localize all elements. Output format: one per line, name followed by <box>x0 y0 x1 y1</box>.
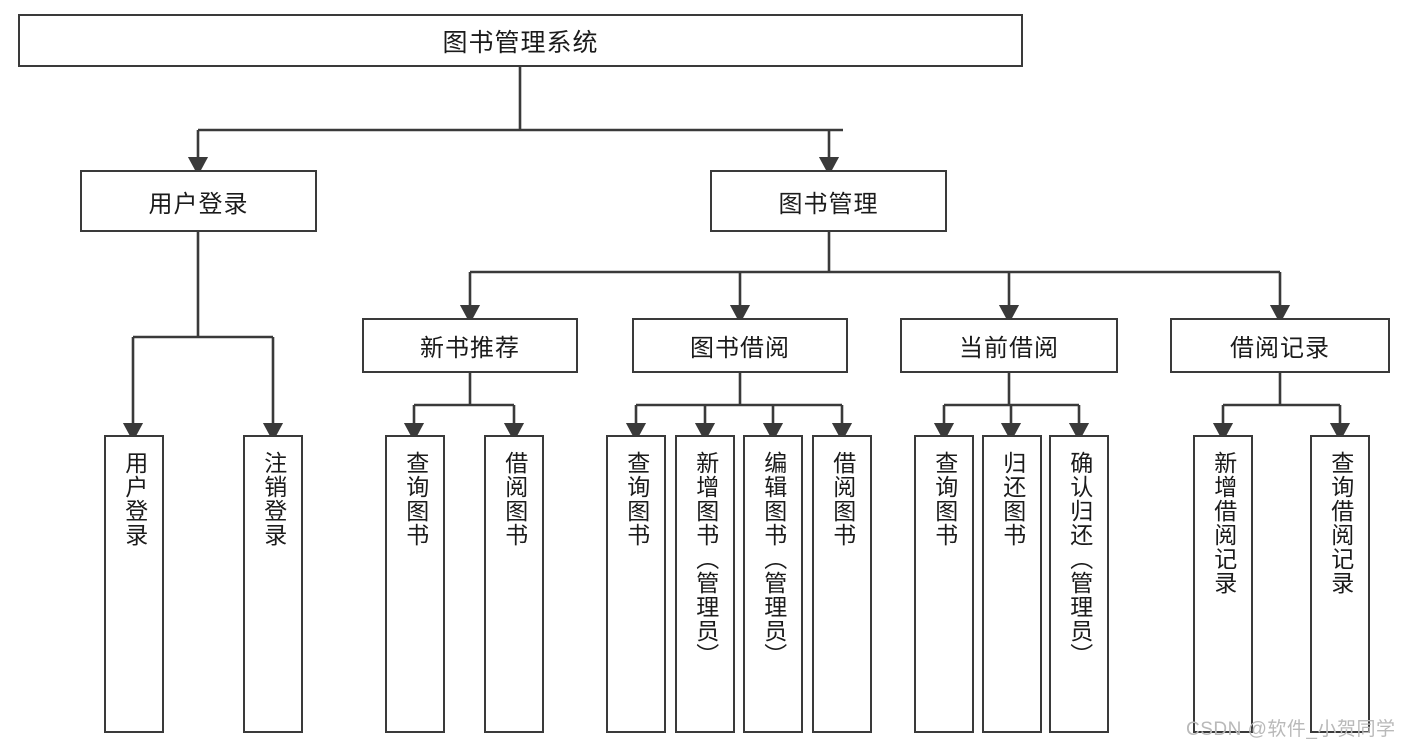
leaf-borrow-book-recommend[interactable]: 借阅图书 <box>484 435 544 733</box>
node-label: 编辑图书（管理员） <box>760 451 787 667</box>
leaf-query-borrow-record[interactable]: 查询借阅记录 <box>1310 435 1370 733</box>
leaf-edit-book-admin[interactable]: 编辑图书（管理员） <box>743 435 803 733</box>
leaf-user-logout[interactable]: 注销登录 <box>243 435 303 733</box>
leaf-query-book-borrow[interactable]: 查询图书 <box>606 435 666 733</box>
leaf-add-book-admin[interactable]: 新增图书（管理员） <box>675 435 735 733</box>
node-label: 图书管理 <box>778 190 879 218</box>
node-label: 当前借阅 <box>959 335 1059 362</box>
node-label: 查询图书 <box>931 451 958 547</box>
node-borrow-record[interactable]: 借阅记录 <box>1170 318 1390 373</box>
node-book-borrow[interactable]: 图书借阅 <box>632 318 848 373</box>
node-label: 新增图书（管理员） <box>692 451 719 667</box>
node-label: 借阅图书 <box>829 451 856 547</box>
node-current-borrow[interactable]: 当前借阅 <box>900 318 1118 373</box>
node-label: 注销登录 <box>260 451 287 547</box>
node-label: 查询借阅记录 <box>1327 451 1354 595</box>
csdn-watermark: CSDN @软件_小贺同学 <box>1186 719 1396 740</box>
node-label: 图书借阅 <box>690 335 790 362</box>
leaf-add-borrow-record[interactable]: 新增借阅记录 <box>1193 435 1253 733</box>
leaf-user-login[interactable]: 用户登录 <box>104 435 164 733</box>
leaf-query-book-current[interactable]: 查询图书 <box>914 435 974 733</box>
node-root-system[interactable]: 图书管理系统 <box>18 14 1023 67</box>
node-label: 查询图书 <box>402 451 429 547</box>
node-label: 用户登录 <box>148 190 249 218</box>
node-label: 归还图书 <box>999 451 1026 547</box>
node-new-book-recommend[interactable]: 新书推荐 <box>362 318 578 373</box>
node-label: 新增借阅记录 <box>1210 451 1237 595</box>
node-label: 查询图书 <box>623 451 650 547</box>
node-label: 借阅图书 <box>501 451 528 547</box>
node-label: 新书推荐 <box>420 335 520 362</box>
node-label: 用户登录 <box>121 451 148 547</box>
node-user-login[interactable]: 用户登录 <box>80 170 317 232</box>
leaf-confirm-return-admin[interactable]: 确认归还（管理员） <box>1049 435 1109 733</box>
node-label: 确认归还（管理员） <box>1066 451 1093 667</box>
leaf-borrow-book[interactable]: 借阅图书 <box>812 435 872 733</box>
node-book-management[interactable]: 图书管理 <box>710 170 947 232</box>
leaf-query-book-recommend[interactable]: 查询图书 <box>385 435 445 733</box>
node-label: 借阅记录 <box>1230 335 1330 362</box>
node-label: 图书管理系统 <box>442 28 599 57</box>
leaf-return-book[interactable]: 归还图书 <box>982 435 1042 733</box>
